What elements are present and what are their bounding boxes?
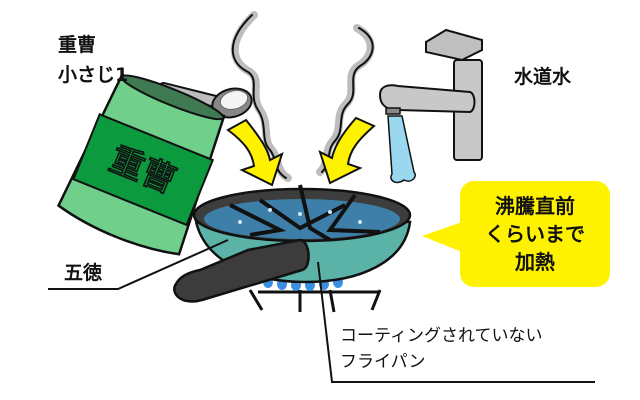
speech-bubble-tail (422, 222, 462, 252)
trivet-leader-line (48, 239, 229, 290)
pan-label-line-1: コーティングされていない (340, 326, 543, 346)
bubble-line-2: くらいまで (485, 222, 585, 246)
trivet-icon (248, 289, 382, 313)
bubble-line-1: 沸騰直前 (495, 194, 575, 218)
pan-leader-line (317, 261, 595, 383)
trivet-label: 五徳 (64, 262, 103, 284)
water-stream-icon (387, 115, 416, 184)
arrow-down-right-icon (226, 118, 284, 187)
baking-soda-amount: 小さじ1 (58, 64, 129, 86)
arrow-down-left-icon (318, 116, 376, 185)
faucet-icon (378, 28, 483, 161)
baking-soda-name: 重曹 (58, 34, 97, 56)
pan-label: コーティングされていない フライパン (340, 323, 542, 375)
bubble-line-3: 加熱 (515, 250, 555, 274)
pan-label-line-2: フライパン (340, 352, 426, 372)
speech-bubble: 沸騰直前 くらいまで 加熱 (460, 181, 610, 287)
tap-water-label: 水道水 (514, 66, 572, 88)
baking-soda-bag-icon: 重曹 (56, 73, 226, 256)
baking-soda-label: 重曹 小さじ1 (58, 30, 128, 90)
frying-pan-icon (173, 184, 412, 303)
